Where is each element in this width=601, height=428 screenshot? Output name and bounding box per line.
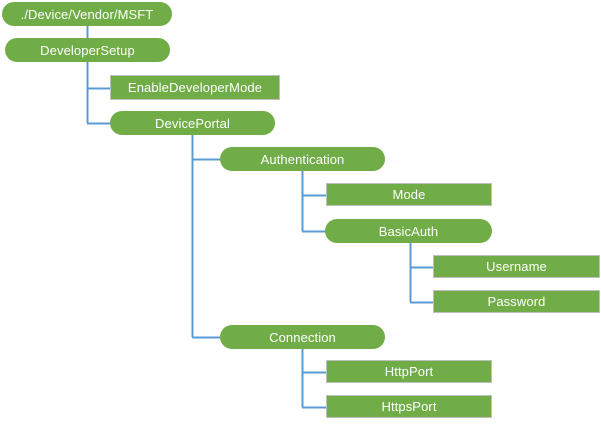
tree-node-connection[interactable]: Connection [220, 325, 385, 349]
tree-node-root[interactable]: ./Device/Vendor/MSFT [2, 2, 172, 26]
tree-node-label-httpport: HttpPort [384, 364, 434, 379]
tree-node-label-basicauth: BasicAuth [378, 223, 439, 239]
tree-node-password[interactable]: Password [433, 290, 600, 313]
tree-node-label-mode: Mode [392, 187, 426, 202]
tree-node-label-authentication: Authentication [260, 151, 345, 167]
tree-node-basicauth[interactable]: BasicAuth [325, 219, 492, 243]
tree-node-label-enabledevelopermode: EnableDeveloperMode [127, 80, 263, 95]
tree-node-label-root: ./Device/Vendor/MSFT [20, 6, 154, 22]
tree-node-developersetup[interactable]: DeveloperSetup [5, 38, 170, 62]
tree-node-label-deviceportal: DevicePortal [155, 115, 230, 131]
tree-node-label-connection: Connection [269, 329, 336, 345]
tree-node-mode[interactable]: Mode [326, 183, 492, 206]
tree-node-label-httpsport: HttpsPort [381, 399, 437, 414]
tree-node-label-developersetup: DeveloperSetup [40, 42, 135, 58]
tree-node-username[interactable]: Username [433, 255, 600, 278]
tree-node-enabledevelopermode[interactable]: EnableDeveloperMode [110, 75, 280, 100]
tree-node-authentication[interactable]: Authentication [220, 147, 385, 171]
tree-node-httpport[interactable]: HttpPort [326, 360, 492, 383]
tree-node-deviceportal[interactable]: DevicePortal [110, 111, 275, 135]
tree-node-label-password: Password [487, 294, 546, 309]
tree-node-label-username: Username [486, 259, 547, 274]
tree-node-httpsport[interactable]: HttpsPort [326, 395, 492, 418]
